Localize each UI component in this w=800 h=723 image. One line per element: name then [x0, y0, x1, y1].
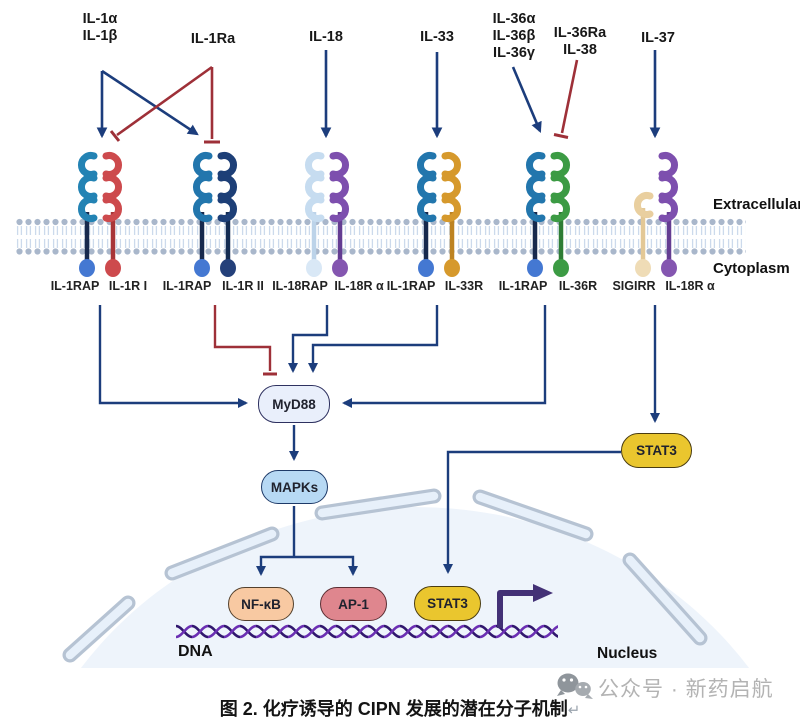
cytoplasm-label: Cytoplasm	[713, 260, 790, 277]
caption-text: 图 2. 化疗诱导的 CIPN 发展的潜在分子机制	[219, 699, 568, 719]
mapks-node: MAPKs	[261, 470, 328, 504]
nuclear-envelope	[62, 488, 708, 663]
ligand-label-il37: IL-37	[641, 30, 675, 46]
plasma-membrane	[15, 218, 746, 255]
receptor-chain-il-1r-ii	[220, 155, 236, 277]
transcription-arrow	[497, 584, 553, 628]
receptor-label: IL-1RAP	[498, 279, 548, 293]
stat3-nucleus-node: STAT3	[414, 586, 481, 621]
receptor-chain-il-1rap-4	[527, 155, 543, 277]
figure-caption: 图 2. 化疗诱导的 CIPN 发展的潜在分子机制↵	[0, 695, 800, 721]
receptor-label: IL-33R	[444, 279, 484, 293]
receptor-label: IL-1RAP	[50, 279, 100, 293]
extracellular-label: Extracellular	[713, 196, 800, 213]
dna-label: DNA	[178, 643, 213, 660]
dna-helix	[176, 623, 558, 640]
ligand-label-il36ra: IL-36Ra IL-38	[553, 25, 607, 58]
signaling-arrows	[98, 305, 661, 577]
ligand-label-il33: IL-33	[420, 29, 454, 45]
receptor-chain-il-18ra-2	[661, 155, 677, 277]
return-mark: ↵	[567, 702, 581, 719]
receptor-label: SIGIRR	[612, 279, 656, 293]
stat3-cytoplasm-node: STAT3	[621, 433, 692, 468]
receptor-chain-il-1rap-3	[418, 155, 434, 277]
receptor-label: IL-1R II	[222, 279, 264, 293]
nfkb-node: NF-κB	[228, 587, 294, 621]
receptor-chain-il-36r	[553, 155, 569, 277]
receptor-label: IL-18R α	[334, 279, 384, 293]
wechat-icon	[557, 673, 593, 699]
receptor-chain-il-1rap-1	[79, 155, 95, 277]
receptor-label: IL-36R	[558, 279, 598, 293]
ap1-node: AP-1	[320, 587, 387, 621]
ligand-label-il1ra: IL-1Ra	[190, 31, 236, 47]
ligand-arrows	[96, 50, 661, 144]
receptor-label: IL-1R I	[108, 279, 148, 293]
myd88-node: MyD88	[258, 385, 330, 423]
receptor-label: IL-1RAP	[162, 279, 212, 293]
receptor-label: IL-18RAP	[272, 279, 328, 293]
receptor-chain-il-18rap	[306, 155, 322, 277]
receptor-chains	[79, 155, 677, 277]
receptor-label: IL-18R α	[665, 279, 715, 293]
receptor-chain-il-18ra-1	[332, 155, 348, 277]
receptor-chain-il-1rap-2	[194, 155, 210, 277]
nucleus-label: Nucleus	[597, 645, 658, 662]
watermark-text: 公众号 · 新药启航	[598, 678, 774, 701]
ligand-label-il1: IL-1α IL-1β	[82, 11, 118, 44]
ligand-label-il36: IL-36α IL-36β IL-36γ	[492, 11, 536, 61]
ligand-label-il18: IL-18	[309, 29, 343, 45]
receptor-label: IL-1RAP	[386, 279, 436, 293]
receptor-chain-il-33r	[444, 155, 460, 277]
receptor-chain-il-1r-i	[105, 155, 121, 277]
